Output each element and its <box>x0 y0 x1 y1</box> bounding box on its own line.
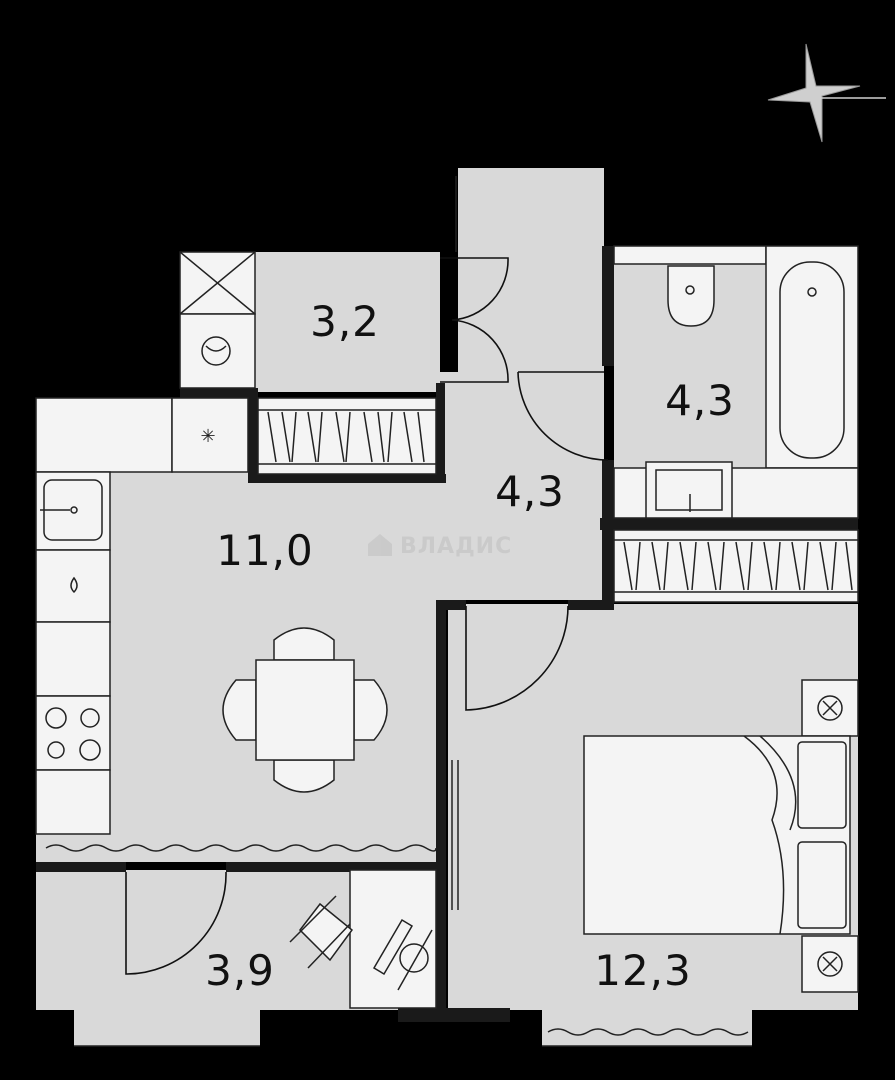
wardrobe-storage <box>257 397 437 475</box>
windows <box>45 844 752 1047</box>
kitchen-cabinet <box>35 769 111 835</box>
pillow <box>797 741 847 829</box>
balcony-furniture <box>289 869 437 1009</box>
house-logo-icon <box>368 534 392 556</box>
pillow <box>797 841 847 929</box>
balcony-door <box>125 871 227 975</box>
boiler-icon <box>201 336 231 366</box>
area-labels: 3,2 4,3 4,3 11,0 3,9 12,3 <box>205 297 735 995</box>
doors <box>125 176 609 975</box>
sink-icon <box>645 461 733 519</box>
storage-fixtures <box>179 251 256 389</box>
area-label-bedroom: 12,3 <box>594 946 692 995</box>
area-label-hallway: 4,3 <box>495 467 565 516</box>
wall <box>248 474 446 483</box>
water-drop-icon <box>70 576 78 594</box>
balcony-floor-ext <box>74 1008 260 1046</box>
cooktop <box>35 695 111 771</box>
watermark: ВЛАДИС <box>368 534 512 559</box>
chair <box>353 679 388 741</box>
desk <box>349 869 437 1009</box>
chair <box>273 627 335 661</box>
wall <box>436 383 445 483</box>
kitchen-counter <box>35 397 173 473</box>
window <box>547 1028 749 1036</box>
table <box>255 659 355 761</box>
kitchen-fixtures: ✳ <box>35 397 249 835</box>
compass-star-icon <box>767 43 886 143</box>
wardrobe <box>613 529 859 603</box>
bedroom-furniture <box>583 679 859 993</box>
chair <box>222 679 257 741</box>
window <box>45 844 437 852</box>
entrance-floor <box>458 168 604 383</box>
walls <box>36 246 858 1022</box>
bathroom-fixtures <box>613 245 859 519</box>
toilet-icon <box>667 265 715 327</box>
kitchen-cabinet <box>35 621 111 697</box>
area-label-kitchen-living: 11,0 <box>216 526 314 575</box>
bedroom-door <box>465 605 569 711</box>
storage-room-floor <box>255 252 440 392</box>
wall <box>436 600 466 610</box>
wall <box>36 862 126 872</box>
bathroom-shelf <box>613 245 767 265</box>
wall <box>226 862 440 872</box>
wall <box>248 396 258 480</box>
area-label-bathroom: 4,3 <box>665 376 735 425</box>
chair <box>273 759 335 793</box>
snowflake-icon: ✳ <box>200 426 215 447</box>
wall <box>602 246 614 366</box>
entrance-double-door <box>440 257 509 383</box>
dishwasher <box>35 549 111 623</box>
watermark-text: ВЛАДИС <box>400 534 512 559</box>
area-label-balcony: 3,9 <box>205 946 275 995</box>
kitchen-hood <box>171 397 249 473</box>
hallway-floor <box>440 372 604 600</box>
wall <box>180 388 258 398</box>
wall <box>398 1008 510 1022</box>
bedroom-floor-ext <box>542 1008 752 1046</box>
dining-table <box>222 627 388 793</box>
kitchen-sink <box>35 471 111 551</box>
wall <box>600 518 858 530</box>
area-label-storage: 3,2 <box>310 297 380 346</box>
bedroom-wardrobe <box>613 529 859 603</box>
nightstand <box>801 935 859 993</box>
wall <box>436 600 446 1010</box>
wall <box>602 460 614 610</box>
wall <box>568 600 614 610</box>
bathroom-door <box>517 371 609 461</box>
